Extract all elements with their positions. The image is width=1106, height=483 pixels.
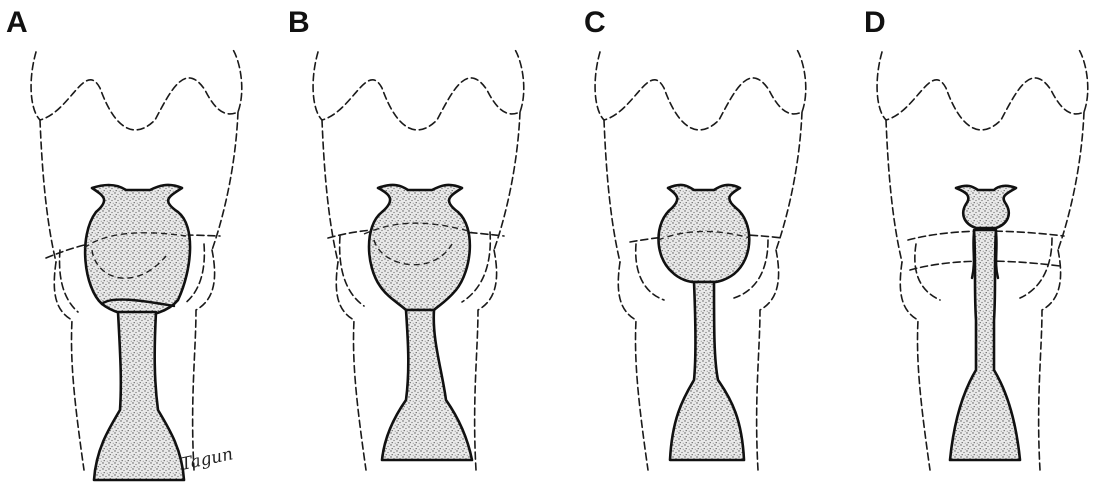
airway-lumen	[84, 185, 190, 480]
panel-label-c: C	[584, 6, 606, 39]
panel-a: A Tagun	[6, 6, 242, 480]
airway-lumen	[950, 186, 1020, 460]
panel-d: D	[864, 6, 1088, 470]
panel-c: C	[584, 6, 806, 470]
airway-lumen	[658, 185, 750, 460]
airway-lumen	[364, 185, 472, 460]
artist-signature: Tagun	[179, 444, 235, 475]
panel-b: B	[288, 6, 524, 470]
panel-label-a: A	[6, 6, 28, 39]
panel-label-d: D	[864, 6, 886, 39]
panel-label-b: B	[288, 6, 310, 39]
